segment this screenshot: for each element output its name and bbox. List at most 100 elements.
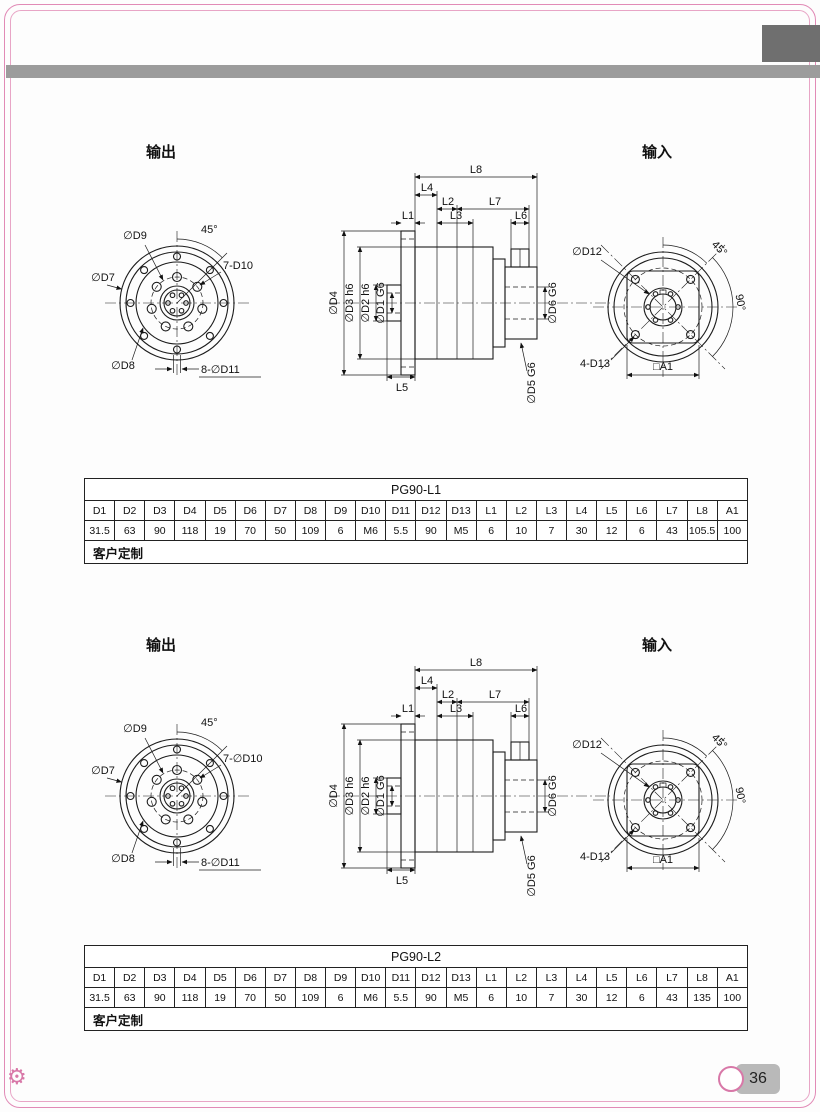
- dim-label-rear-90: 90°: [733, 786, 748, 804]
- spec-cell: D3: [144, 967, 176, 988]
- rear-mounting-square: [626, 763, 700, 837]
- spec-cell: L3: [535, 967, 568, 988]
- dim-label-d5: ∅D5 G6: [526, 362, 538, 403]
- front-view-drawing: 45° ∅D9 7-D10 ∅D7 ∅D8 8-∅D11: [91, 224, 261, 378]
- dim-label-a1: □A1: [653, 361, 673, 373]
- spec-cell: M6: [355, 520, 387, 541]
- dim-label-d6: ∅D6 G6: [547, 282, 559, 323]
- spec-cell: 7: [535, 520, 568, 541]
- spec-cell: 12: [596, 987, 628, 1008]
- spec-cell: D8: [294, 967, 327, 988]
- dim-label-l7: L7: [489, 689, 501, 701]
- spec-cell: D11: [385, 967, 417, 988]
- spec-cell: 19: [204, 987, 236, 1008]
- dim-label-l4: L4: [421, 182, 433, 194]
- table-title-row: PG90-L2: [84, 945, 748, 968]
- dim-label-d1: ∅D1 G6: [375, 282, 387, 323]
- spec-cell: 30: [565, 987, 598, 1008]
- front-bolt-circle: [150, 769, 204, 823]
- spec-cell: 31.5: [83, 987, 116, 1008]
- spec-cell: L5: [596, 500, 628, 521]
- spec-cell: 12: [596, 520, 628, 541]
- spec-cell: 6: [475, 520, 507, 541]
- spec-cell: 100: [716, 520, 749, 541]
- dim-label-l7: L7: [489, 196, 501, 208]
- table-note-row: 客户定制: [84, 540, 748, 564]
- spec-cell: 90: [415, 520, 447, 541]
- spec-cell: 6: [626, 520, 658, 541]
- spec-cell: 90: [144, 520, 176, 541]
- header-gray-block: [762, 25, 820, 62]
- dim-label-l8: L8: [470, 164, 482, 176]
- front-outer-flange-circle: [119, 245, 235, 361]
- spec-cell: D10: [355, 500, 387, 521]
- dim-label-d12: ∅D12: [572, 739, 602, 751]
- front-outer-holes: [126, 252, 228, 354]
- dim-label-d6: ∅D6 G6: [547, 775, 559, 816]
- dim-label-rear-45: 45°: [709, 239, 729, 259]
- spec-cell: 118: [174, 987, 206, 1008]
- dim-label-d1: ∅D1 G6: [375, 775, 387, 816]
- dim-label-l4: L4: [421, 675, 433, 687]
- spec-cell: D9: [324, 967, 357, 988]
- spec-cell: 6: [475, 987, 507, 1008]
- output-label: 输出: [146, 636, 176, 654]
- dim-label-l6: L6: [515, 210, 527, 222]
- dim-label-4d13: 4-D13: [580, 358, 610, 370]
- spec-cell: L5: [596, 967, 628, 988]
- spec-cell: 90: [415, 987, 447, 1008]
- rear-mounting-square: [626, 270, 700, 344]
- rear-corner-holes: [630, 274, 696, 340]
- spec-cell: D7: [264, 967, 296, 988]
- dim-label-l5: L5: [396, 875, 408, 887]
- spec-cell: D1: [83, 500, 116, 521]
- spec-cell: 105.5: [686, 520, 718, 541]
- dim-label-d9: ∅D9: [123, 723, 147, 735]
- spec-cell: D2: [114, 967, 146, 988]
- spec-cell: D6: [234, 500, 266, 521]
- dim-label-front-45: 45°: [201, 717, 218, 729]
- side-view-drawing: L8 L4 L2 L7 L1 L3 L6 L5 ∅D: [328, 164, 610, 404]
- spec-cell: 6: [626, 987, 658, 1008]
- dim-label-l1: L1: [402, 703, 414, 715]
- spec-cell: D13: [445, 967, 477, 988]
- drawing-svg-1: 输出 输入: [91, 143, 747, 404]
- spec-cell: 5.5: [385, 520, 417, 541]
- dim-label-d12: ∅D12: [572, 246, 602, 258]
- front-bolt-circle: [150, 276, 204, 330]
- spec-cell: L8: [686, 500, 718, 521]
- spec-cell: 6: [324, 520, 357, 541]
- spec-cell: L4: [565, 500, 598, 521]
- table-note-row: 客户定制: [84, 1007, 748, 1031]
- rear-outer-circle: [607, 744, 719, 856]
- spec-cell: M5: [445, 987, 477, 1008]
- spec-cell: L7: [656, 500, 688, 521]
- spec-cell: 6: [324, 987, 357, 1008]
- spec-cell: D10: [355, 967, 387, 988]
- spec-cell: D1: [83, 967, 116, 988]
- spec-cell: L6: [626, 500, 658, 521]
- dim-label-d9: ∅D9: [123, 230, 147, 242]
- spec-cell: 10: [505, 520, 537, 541]
- rear-view-drawing: 45° 90° ∅D12 4-D13 □A1: [572, 237, 747, 379]
- spec-cell: A1: [716, 967, 749, 988]
- spec-cell: 19: [204, 520, 236, 541]
- spec-cell: 5.5: [385, 987, 417, 1008]
- spec-cell: 63: [114, 987, 146, 1008]
- spec-cell: L2: [505, 500, 537, 521]
- spec-cell: 118: [174, 520, 206, 541]
- dim-label-l1: L1: [402, 210, 414, 222]
- dim-label-l5: L5: [396, 382, 408, 394]
- spec-cell: 109: [294, 520, 327, 541]
- dim-label-d4: ∅D4: [328, 784, 340, 808]
- dim-label-7d10: 7-∅D10: [223, 753, 263, 765]
- dim-label-d2: ∅D2 h6: [360, 284, 372, 323]
- gear-icon: ⚙: [7, 1064, 27, 1089]
- spec-cell: D5: [204, 967, 236, 988]
- dim-label-rear-90: 90°: [733, 293, 748, 311]
